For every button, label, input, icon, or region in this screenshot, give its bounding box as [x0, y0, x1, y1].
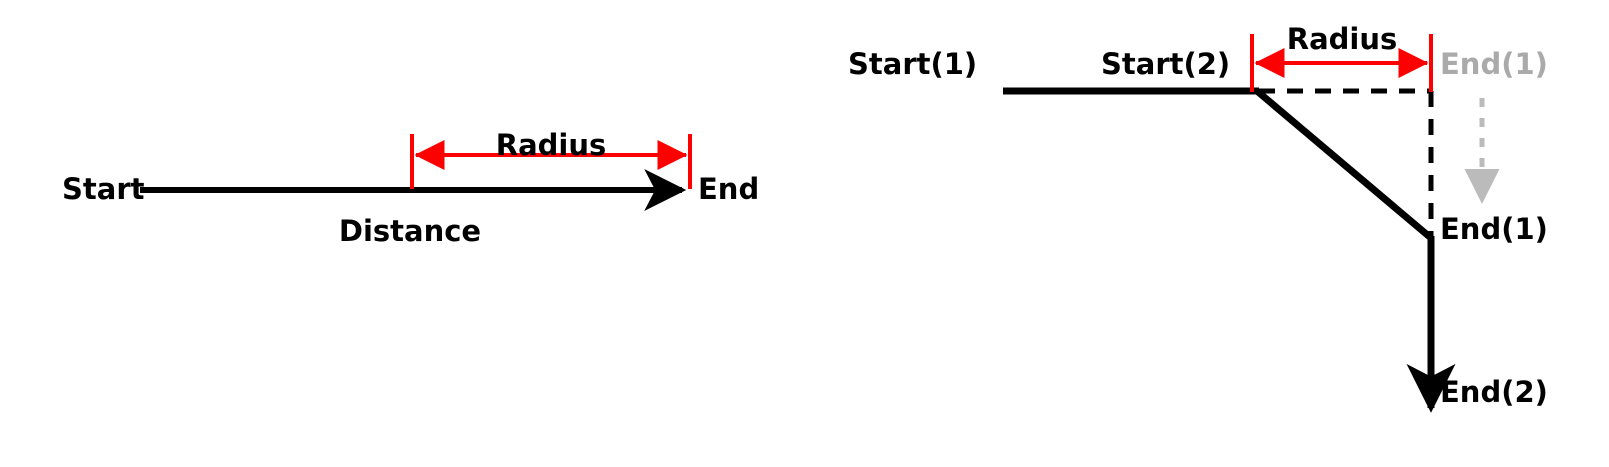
right-start-1-label: Start(1)	[848, 47, 978, 81]
right-start-2-label: Start(2)	[1101, 47, 1231, 81]
left-end-label: End	[698, 172, 760, 206]
right-radius-label: Radius	[1286, 22, 1398, 56]
right-segment-fillet-diagonal	[1254, 88, 1434, 241]
right-end-1-label: End(1)	[1440, 212, 1548, 246]
left-start-label: Start	[62, 172, 145, 206]
left-distance-label: Distance	[338, 214, 482, 248]
left-radius-label: Radius	[495, 128, 607, 162]
right-end-1-ghost-label: End(1)	[1440, 47, 1548, 81]
right-end-2-label: End(2)	[1440, 375, 1548, 409]
